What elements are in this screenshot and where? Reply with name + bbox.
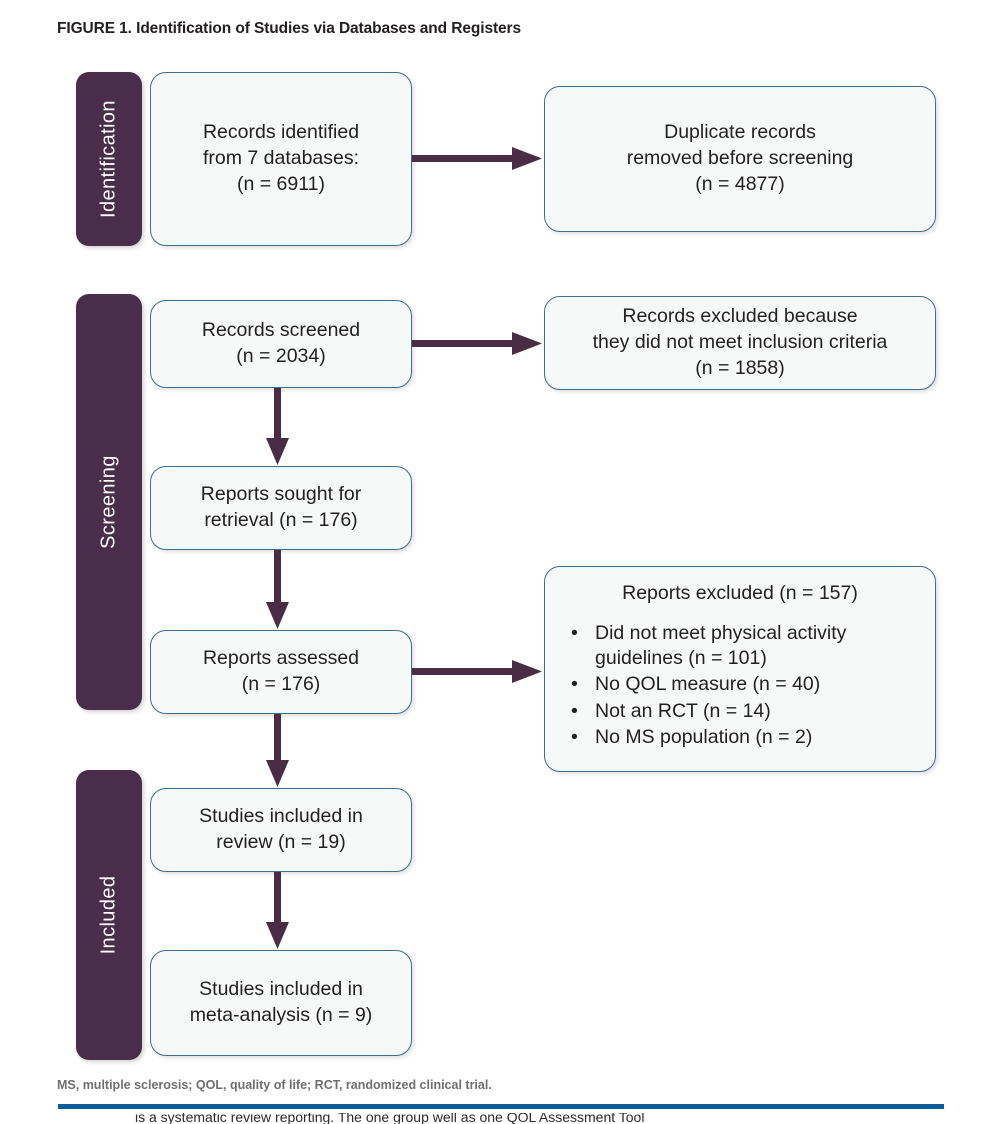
box-records-identified-text: Records identified from 7 databases: (n … [163,120,399,197]
stage-bar-included: Included [76,770,142,1060]
box-studies-meta-text: Studies included in meta-analysis (n = 9… [163,977,399,1028]
records-identified-line3: (n = 6911) [237,172,325,195]
records-identified-line2: from 7 databases: [202,147,360,170]
arrow-identified-to-duplicates [412,145,544,173]
duplicates-line2: removed before screening [626,147,854,170]
box-records-excluded: Records excluded because they did not me… [544,296,936,390]
stage-label-identification: Identification [97,100,120,218]
clipped-caption-text: is a systematic review reporting. The on… [135,1113,645,1124]
bottom-divider [58,1104,944,1109]
studies-review-line2: review (n = 19) [216,831,346,853]
figure-footnote: MS, multiple sclerosis; QOL, quality of … [57,1078,492,1092]
records-excluded-line3: (n = 1858) [695,356,785,379]
box-reports-sought: Reports sought for retrieval (n = 176) [150,466,412,550]
arrow-screened-to-sought [264,388,292,466]
arrow-review-to-meta [264,872,292,950]
list-item-label: Not an RCT (n = 14) [595,699,771,722]
stage-label-included: Included [97,875,120,955]
records-excluded-line2: they did not meet inclusion criteria [592,331,888,354]
clipped-caption: is a systematic review reporting. The on… [135,1113,935,1124]
stage-label-screening: Screening [97,455,120,549]
box-studies-review: Studies included in review (n = 19) [150,788,412,872]
list-item: • Did not meet physical activity guideli… [571,621,919,672]
box-studies-review-text: Studies included in review (n = 19) [163,804,399,855]
duplicates-line3: (n = 4877) [695,172,785,195]
arrow-assessed-to-review [264,714,292,788]
list-item: • No MS population (n = 2) [571,725,919,750]
box-records-screened: Records screened (n = 2034) [150,300,412,388]
studies-review-line1: Studies included in [199,805,363,828]
box-duplicates-removed: Duplicate records removed before screeni… [544,86,936,232]
list-item-label: No QOL measure (n = 40) [595,673,821,696]
box-reports-assessed-text: Reports assessed (n = 176) [163,646,399,697]
list-item-label: Did not meet physical activity guideline… [595,621,847,670]
reports-assessed-line2: (n = 176) [241,673,321,695]
figure-title-text: Identification of Studies via Databases … [136,20,521,37]
studies-meta-line1: Studies included in [199,978,363,1001]
box-reports-sought-text: Reports sought for retrieval (n = 176) [163,482,399,533]
list-item-label: No MS population (n = 2) [595,726,813,749]
studies-meta-line2: meta-analysis (n = 9) [189,1004,373,1026]
list-item: • No QOL measure (n = 40) [571,672,919,697]
records-screened-line2: (n = 2034) [236,345,326,367]
arrow-sought-to-assessed [264,550,292,630]
arrow-assessed-to-reports-excluded [412,658,544,686]
stage-bar-identification: Identification [76,72,142,246]
box-studies-meta: Studies included in meta-analysis (n = 9… [150,950,412,1056]
reports-sought-line1: Reports sought for [200,483,362,506]
bullet-icon: • [571,726,578,749]
box-reports-excluded: Reports excluded (n = 157) • Did not mee… [544,566,936,772]
reports-assessed-line1: Reports assessed [202,647,360,670]
bullet-icon: • [571,621,578,644]
stage-bar-screening: Screening [76,294,142,710]
reports-excluded-heading: Reports excluded (n = 157) [622,582,858,604]
box-records-screened-text: Records screened (n = 2034) [163,318,399,369]
records-excluded-line1: Records excluded because [622,305,858,328]
arrow-screened-to-excluded [412,330,544,358]
reports-sought-line2: retrieval (n = 176) [204,509,358,531]
bullet-icon: • [571,673,578,696]
box-records-excluded-text: Records excluded because they did not me… [557,304,923,381]
list-item: • Not an RCT (n = 14) [571,699,919,724]
bullet-icon: • [571,699,578,722]
records-screened-line1: Records screened [201,319,361,342]
box-reports-assessed: Reports assessed (n = 176) [150,630,412,714]
box-records-identified: Records identified from 7 databases: (n … [150,72,412,246]
figure-label: FIGURE 1. [57,20,132,37]
page-title: FIGURE 1. Identification of Studies via … [57,20,521,38]
reports-excluded-list: • Did not meet physical activity guideli… [561,621,919,751]
records-identified-line1: Records identified [202,121,360,144]
box-duplicates-removed-text: Duplicate records removed before screeni… [557,120,923,197]
duplicates-line1: Duplicate records [664,121,816,144]
